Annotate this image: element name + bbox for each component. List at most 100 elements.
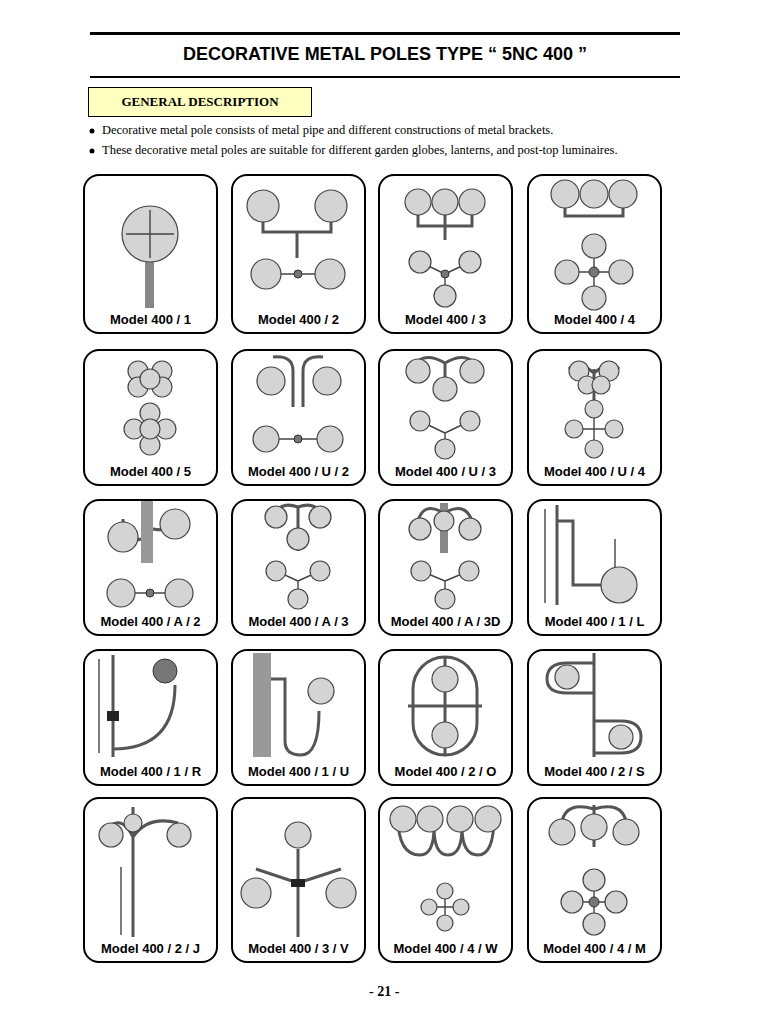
drawing-part bbox=[111, 807, 178, 937]
drawing-part bbox=[605, 420, 623, 438]
drawing-part bbox=[582, 234, 606, 258]
drawing-part bbox=[592, 376, 610, 394]
drawing-part bbox=[285, 822, 311, 848]
drawing-part bbox=[291, 879, 305, 887]
pole-drawing bbox=[124, 361, 176, 455]
drawing-part bbox=[90, 129, 95, 134]
drawing-part bbox=[447, 806, 473, 832]
pole-drawing bbox=[107, 501, 193, 607]
drawing-part bbox=[146, 589, 154, 597]
drawing-part bbox=[153, 659, 177, 683]
model-card: Model 400 / U / 3 bbox=[378, 349, 513, 486]
model-name: Model 400 / 4 / W bbox=[391, 941, 499, 956]
drawing-part bbox=[589, 897, 599, 907]
model-card: Model 400 / 1 / L bbox=[527, 499, 662, 636]
drawing-part bbox=[460, 411, 480, 431]
model-name: Model 400 / 2 / S bbox=[542, 764, 646, 779]
model-name: Model 400 / 3 / V bbox=[246, 941, 350, 956]
model-card: Model 400 / U / 2 bbox=[231, 349, 366, 486]
model-card: Model 400 / 1 bbox=[83, 174, 218, 334]
pole-drawing bbox=[99, 655, 177, 757]
model-name: Model 400 / U / 2 bbox=[246, 464, 351, 479]
pole-drawing bbox=[247, 190, 347, 289]
model-name: Model 400 / U / 3 bbox=[393, 464, 498, 479]
drawing-part bbox=[317, 426, 343, 452]
drawing-part bbox=[605, 891, 627, 913]
drawing-part bbox=[582, 286, 606, 310]
drawing-part bbox=[609, 180, 637, 208]
pole-drawing bbox=[565, 361, 623, 458]
drawing-part bbox=[434, 511, 454, 531]
drawing-part bbox=[549, 819, 575, 845]
bullet-text: These decorative metal poles are suitabl… bbox=[102, 143, 618, 158]
model-card: Model 400 / 2 / O bbox=[378, 649, 513, 786]
drawing-part bbox=[433, 377, 457, 401]
drawing-part bbox=[257, 367, 285, 395]
drawing-part bbox=[421, 899, 437, 915]
model-card: Model 400 / 2 / J bbox=[83, 797, 218, 963]
model-name: Model 400 / 4 bbox=[552, 312, 637, 327]
drawing-part bbox=[120, 867, 121, 935]
drawing-part bbox=[313, 367, 341, 395]
pole-drawing bbox=[390, 806, 501, 931]
drawing-part bbox=[390, 806, 416, 832]
drawing-part bbox=[140, 369, 160, 389]
page-title: DECORATIVE METAL POLES TYPE “ 5NC 400 ” bbox=[90, 44, 680, 65]
model-card: Model 400 / 4 bbox=[527, 174, 662, 334]
drawing-part bbox=[432, 722, 458, 748]
model-name: Model 400 / 2 bbox=[256, 312, 341, 327]
model-card: Model 400 / 4 / M bbox=[527, 797, 662, 963]
drawing-part bbox=[557, 505, 601, 605]
drawing-part bbox=[583, 869, 605, 891]
drawing-part bbox=[409, 518, 431, 540]
drawing-part bbox=[315, 190, 347, 222]
drawing-part bbox=[126, 210, 174, 258]
model-card: Model 400 / A / 3 bbox=[231, 499, 366, 636]
drawing-part bbox=[165, 579, 193, 607]
drawing-part bbox=[581, 814, 607, 840]
drawing-part bbox=[555, 665, 579, 689]
model-name: Model 400 / 1 / L bbox=[543, 614, 647, 629]
model-name: Model 400 / 1 / U bbox=[246, 764, 351, 779]
drawing-part bbox=[253, 426, 279, 452]
drawing-part bbox=[266, 561, 286, 581]
drawing-part bbox=[315, 259, 345, 289]
drawing-part bbox=[141, 501, 153, 563]
pole-drawing bbox=[406, 357, 484, 459]
drawing-part bbox=[555, 260, 579, 284]
model-name: Model 400 / 5 bbox=[108, 464, 193, 479]
drawing-part bbox=[107, 579, 135, 607]
drawing-part bbox=[432, 666, 458, 692]
drawing-part bbox=[122, 206, 178, 262]
drawing-part bbox=[406, 359, 430, 383]
section-heading-box: GENERAL DESCRIPTION bbox=[88, 87, 312, 117]
drawing-part bbox=[287, 528, 309, 550]
page-number: - 21 - bbox=[369, 984, 399, 1000]
drawing-part bbox=[241, 878, 271, 908]
drawing-part bbox=[160, 509, 190, 539]
model-name: Model 400 / 2 / O bbox=[393, 764, 499, 779]
pole-drawing bbox=[409, 503, 481, 609]
drawing-part bbox=[475, 806, 501, 832]
drawing-part bbox=[561, 891, 583, 913]
drawing-part bbox=[417, 806, 443, 832]
drawing-part bbox=[613, 819, 639, 845]
pole-drawing bbox=[545, 505, 637, 605]
drawing-part bbox=[418, 215, 472, 240]
drawing-part bbox=[609, 725, 633, 749]
pole-drawing bbox=[408, 657, 482, 755]
pole-drawing bbox=[99, 807, 191, 937]
bullet-text: Decorative metal pole consists of metal … bbox=[102, 123, 553, 138]
drawing-part bbox=[253, 653, 271, 757]
drawing-part bbox=[124, 814, 142, 832]
drawing-part bbox=[98, 659, 99, 753]
model-name: Model 400 / A / 3 bbox=[246, 614, 350, 629]
drawing-part bbox=[601, 567, 637, 603]
drawing-part bbox=[247, 190, 279, 222]
drawing-part bbox=[565, 420, 583, 438]
model-card: Model 400 / A / 2 bbox=[83, 499, 218, 636]
model-card: Model 400 / 3 / V bbox=[231, 797, 366, 963]
drawing-part bbox=[409, 251, 431, 273]
pole-drawing bbox=[551, 180, 637, 310]
